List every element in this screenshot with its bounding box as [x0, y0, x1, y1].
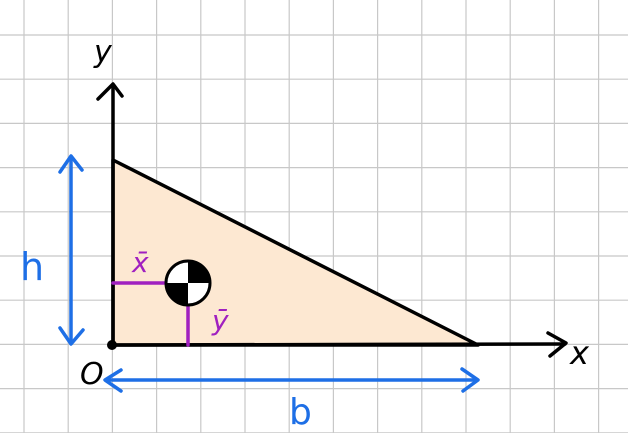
origin-point — [107, 340, 117, 350]
x-bar-label: x̄ — [131, 246, 149, 279]
base-label: b — [289, 392, 312, 433]
centroid-symbol-icon — [164, 259, 212, 307]
height-dimension — [58, 154, 85, 346]
x-axis-label: x — [569, 334, 590, 372]
height-label: h — [20, 245, 44, 289]
origin-label: O — [80, 357, 104, 392]
x-axis-arrowhead — [546, 331, 568, 358]
y-axis — [96, 82, 124, 347]
y-axis-arrowhead — [96, 82, 124, 101]
base-dimension — [103, 367, 480, 393]
triangle-area — [111, 158, 480, 347]
y-bar-label: ȳ — [211, 304, 229, 337]
y-axis-label: y — [93, 35, 113, 70]
